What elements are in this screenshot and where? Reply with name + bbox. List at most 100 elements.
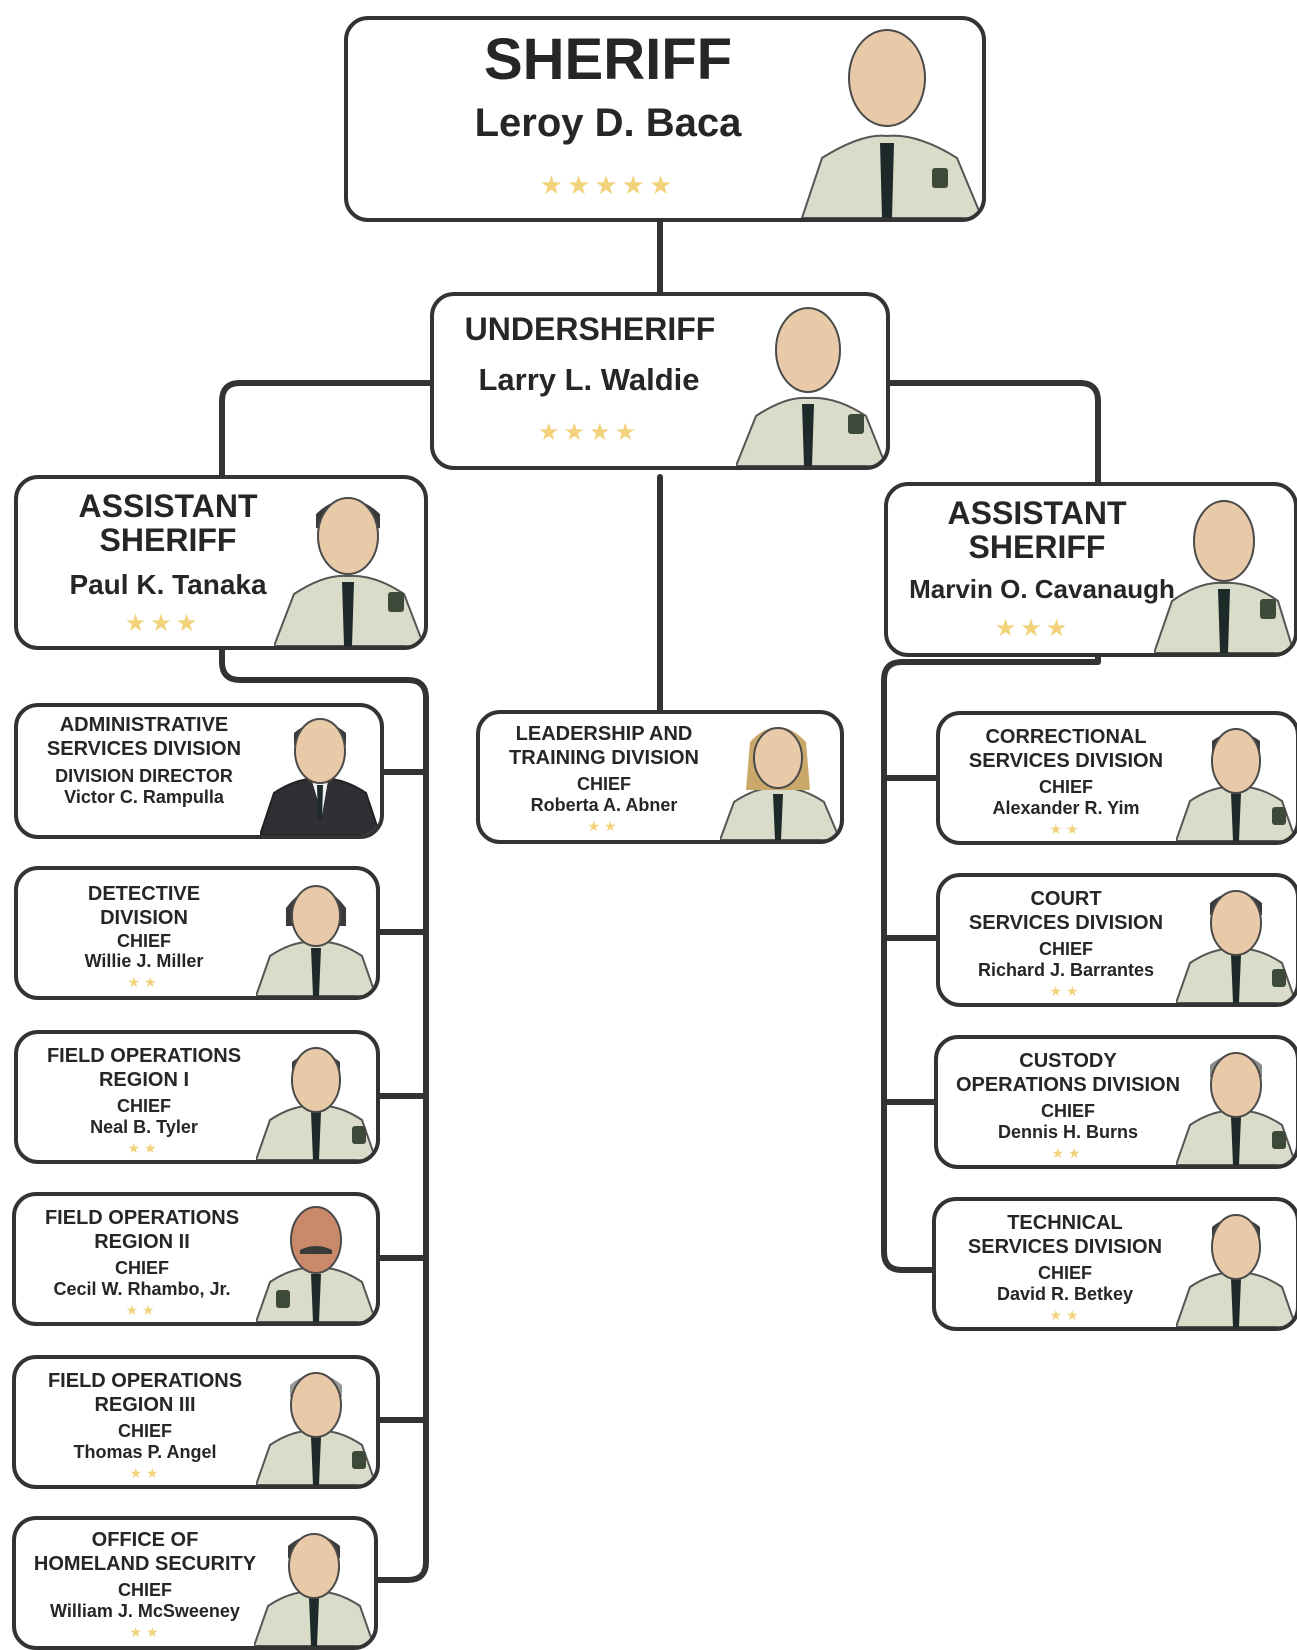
- right-division-2-role: CHIEF: [1039, 939, 1093, 959]
- sheriff-photo: [800, 29, 982, 218]
- left-division-3-box: FIELD OPERATIONS REGION I CHIEF Neal B. …: [14, 1030, 380, 1164]
- center-division-stars: ★★: [587, 818, 621, 834]
- connector-under-right: [883, 380, 1101, 485]
- left-division-6-name: William J. McSweeney: [50, 1601, 240, 1621]
- center-division-line2: TRAINING DIVISION: [508, 747, 699, 769]
- connector-right-trunk: [881, 650, 1101, 1273]
- undersheriff-name: Larry L. Waldie: [478, 362, 700, 397]
- left-division-2-name: Willie J. Miller: [84, 951, 204, 971]
- right-division-4-box: TECHNICAL SERVICES DIVISION CHIEF David …: [932, 1197, 1297, 1331]
- assistant-left-stars: ★★★: [124, 610, 202, 637]
- left-division-2-photo: [256, 885, 376, 996]
- left-division-1-line1: ADMINISTRATIVE: [59, 714, 229, 736]
- assistant-right-title-line1: ASSISTANT: [947, 495, 1127, 531]
- left-division-6-line1: OFFICE OF: [91, 1529, 199, 1551]
- center-division-photo: [720, 727, 840, 840]
- left-division-6-box: OFFICE OF HOMELAND SECURITY CHIEF Willia…: [12, 1516, 378, 1650]
- right-division-3-line1: CUSTODY: [1019, 1050, 1117, 1072]
- left-division-3-stars: ★★: [127, 1140, 161, 1156]
- undersheriff-stars: ★★★★: [537, 419, 641, 446]
- right-division-1-photo: [1176, 728, 1296, 841]
- left-division-2-line1: DETECTIVE: [87, 883, 201, 905]
- left-division-6-stars: ★★: [129, 1624, 163, 1640]
- right-division-3-name: Dennis H. Burns: [997, 1122, 1139, 1142]
- left-division-5-name: Thomas P. Angel: [73, 1442, 217, 1462]
- assistant-left-name: Paul K. Tanaka: [69, 569, 267, 600]
- right-division-2-photo: [1176, 890, 1296, 1003]
- left-division-3-line2: REGION I: [98, 1069, 189, 1091]
- undersheriff-photo: [736, 307, 886, 466]
- assistant-right-stars: ★★★: [994, 615, 1072, 642]
- assistant-right-title-line2: SHERIFF: [968, 529, 1106, 565]
- left-division-3-line1: FIELD OPERATIONS: [46, 1045, 242, 1067]
- right-division-1-line2: SERVICES DIVISION: [968, 750, 1164, 772]
- left-division-4-box: FIELD OPERATIONS REGION II CHIEF Cecil W…: [12, 1192, 380, 1326]
- center-division-role: CHIEF: [577, 774, 631, 794]
- right-division-3-stars: ★★: [1051, 1145, 1085, 1161]
- left-division-5-role: CHIEF: [118, 1421, 172, 1441]
- sheriff-name: Leroy D. Baca: [474, 101, 742, 145]
- assistant-sheriff-left-box: ASSISTANT SHERIFF Paul K. Tanaka ★★★: [14, 475, 428, 650]
- assistant-right-photo: [1154, 500, 1294, 653]
- left-division-3-name: Neal B. Tyler: [90, 1117, 198, 1137]
- right-division-2-name: Richard J. Barrantes: [977, 960, 1155, 980]
- sheriff-box: SHERIFF Leroy D. Baca ★★★★★: [344, 16, 986, 222]
- left-division-5-stars: ★★: [129, 1465, 163, 1481]
- undersheriff-title: UNDERSHERIFF: [464, 311, 716, 347]
- right-division-1-line1: CORRECTIONAL: [985, 726, 1147, 748]
- left-division-2-role: CHIEF: [117, 931, 171, 951]
- left-division-4-photo: [256, 1206, 376, 1322]
- left-division-5-photo: [256, 1372, 376, 1485]
- left-division-4-stars: ★★: [125, 1302, 159, 1318]
- left-division-6-role: CHIEF: [118, 1580, 172, 1600]
- left-division-1-line2: SERVICES DIVISION: [46, 738, 242, 760]
- right-division-4-stars: ★★: [1049, 1307, 1083, 1323]
- right-division-4-role: CHIEF: [1038, 1263, 1092, 1283]
- right-division-4-line1: TECHNICAL: [1007, 1212, 1123, 1234]
- right-division-1-role: CHIEF: [1039, 777, 1093, 797]
- right-division-4-line2: SERVICES DIVISION: [967, 1236, 1163, 1258]
- left-division-4-name: Cecil W. Rhambo, Jr.: [53, 1279, 231, 1299]
- right-division-3-role: CHIEF: [1041, 1101, 1095, 1121]
- left-division-4-role: CHIEF: [115, 1258, 169, 1278]
- left-division-1-photo: [260, 718, 380, 835]
- right-division-1-box: CORRECTIONAL SERVICES DIVISION CHIEF Ale…: [936, 711, 1297, 845]
- left-division-4-line2: REGION II: [94, 1231, 190, 1253]
- sheriff-title: SHERIFF: [483, 27, 733, 92]
- right-division-2-line1: COURT: [1030, 888, 1102, 910]
- left-division-5-line2: REGION III: [94, 1394, 196, 1416]
- connector-under-left: [219, 380, 437, 478]
- left-division-3-photo: [256, 1047, 376, 1160]
- left-division-6-line2: HOMELAND SECURITY: [33, 1553, 257, 1575]
- right-division-1-name: Alexander R. Yim: [992, 798, 1140, 818]
- center-division-line1: LEADERSHIP AND: [515, 723, 693, 745]
- right-division-4-photo: [1176, 1214, 1296, 1327]
- assistant-sheriff-right-box: ASSISTANT SHERIFF Marvin O. Cavanaugh ★★…: [884, 482, 1297, 657]
- left-division-6-photo: [254, 1533, 374, 1646]
- left-division-2-box: DETECTIVE DIVISION CHIEF Willie J. Mille…: [14, 866, 380, 1000]
- right-division-2-stars: ★★: [1049, 983, 1083, 999]
- left-division-1-name: Victor C. Rampulla: [64, 787, 224, 807]
- left-division-2-stars: ★★: [127, 974, 161, 990]
- left-division-1-box: ADMINISTRATIVE SERVICES DIVISION DIVISIO…: [14, 703, 384, 839]
- center-division-name: Roberta A. Abner: [530, 795, 678, 815]
- right-division-3-photo: [1176, 1052, 1296, 1165]
- assistant-right-name: Marvin O. Cavanaugh: [909, 574, 1175, 604]
- right-division-3-box: CUSTODY OPERATIONS DIVISION CHIEF Dennis…: [934, 1035, 1297, 1169]
- undersheriff-box: UNDERSHERIFF Larry L. Waldie ★★★★: [430, 292, 890, 470]
- right-division-2-line2: SERVICES DIVISION: [968, 912, 1164, 934]
- assistant-left-title-line2: SHERIFF: [99, 522, 237, 558]
- left-division-4-line1: FIELD OPERATIONS: [44, 1207, 240, 1229]
- left-division-5-box: FIELD OPERATIONS REGION III CHIEF Thomas…: [12, 1355, 380, 1489]
- right-division-2-box: COURT SERVICES DIVISION CHIEF Richard J.…: [936, 873, 1297, 1007]
- sheriff-stars: ★★★★★: [539, 170, 677, 200]
- left-division-1-role: DIVISION DIRECTOR: [55, 766, 233, 786]
- connector-left-trunk: [219, 643, 429, 1583]
- left-division-3-role: CHIEF: [117, 1096, 171, 1116]
- leadership-training-division-box: LEADERSHIP AND TRAINING DIVISION CHIEF R…: [476, 710, 844, 844]
- left-division-5-line1: FIELD OPERATIONS: [47, 1370, 243, 1392]
- right-division-4-name: David R. Betkey: [996, 1284, 1134, 1304]
- right-division-3-line2: OPERATIONS DIVISION: [955, 1074, 1181, 1096]
- assistant-left-title-line1: ASSISTANT: [78, 488, 258, 524]
